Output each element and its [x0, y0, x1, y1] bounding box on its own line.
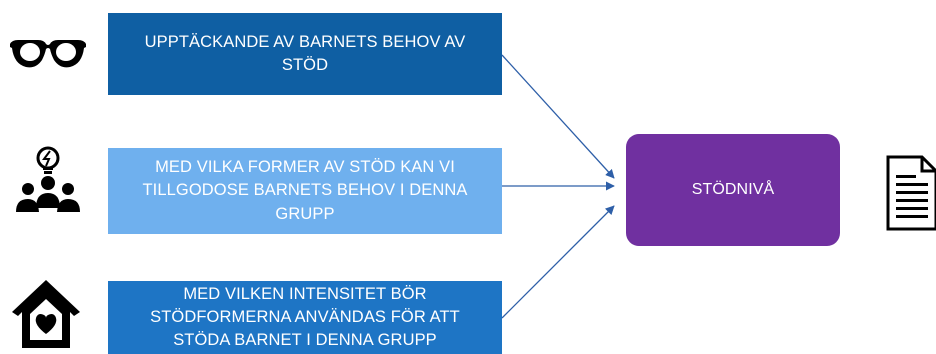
glasses-icon	[10, 40, 86, 68]
arrow-intensity	[501, 205, 615, 319]
document-icon	[886, 155, 936, 231]
detection-label: UPPTÄCKANDE AV BARNETS BEHOV AV STÖD	[144, 32, 466, 74]
forms-box: MED VILKA FORMER AV STÖD KAN VI TILLGODO…	[108, 148, 502, 234]
intensity-label: MED VILKEN INTENSITET BÖR STÖDFORMERNA A…	[150, 284, 460, 350]
support-level-label: STÖDNIVÅ	[691, 180, 775, 198]
arrow-detection	[501, 54, 615, 179]
detection-box: UPPTÄCKANDE AV BARNETS BEHOV AV STÖD	[108, 13, 502, 95]
forms-label: MED VILKA FORMER AV STÖD KAN VI TILLGODO…	[142, 158, 468, 223]
intensity-box: MED VILKEN INTENSITET BÖR STÖDFORMERNA A…	[108, 281, 502, 354]
group-idea-icon	[16, 146, 80, 212]
home-heart-icon	[12, 280, 80, 348]
support-level-box: STÖDNIVÅ	[626, 134, 840, 246]
